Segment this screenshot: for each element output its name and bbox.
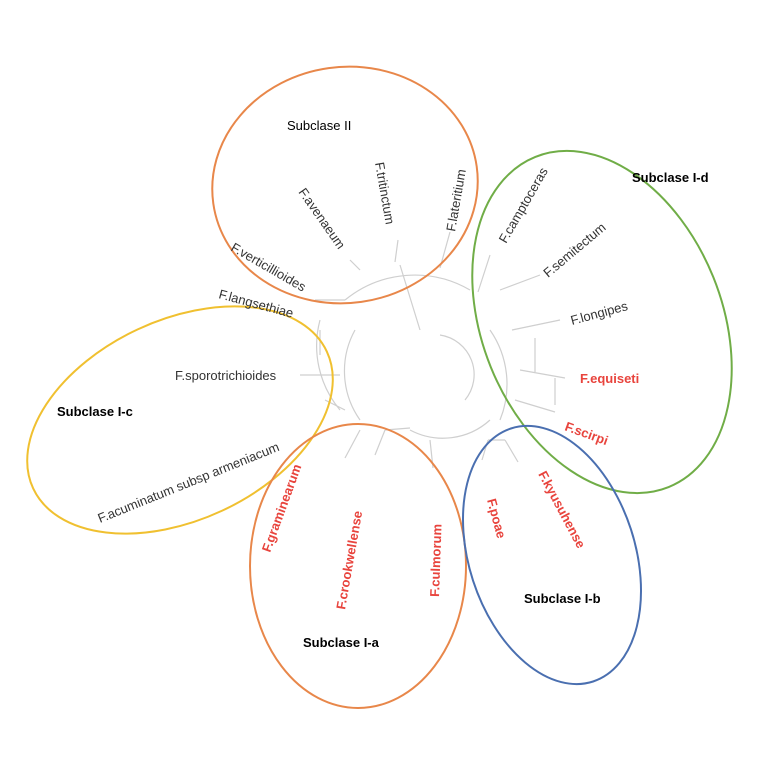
leaf-tritinctum: F.tritinctum [372,161,398,225]
leaf-longipes: F.longipes [569,298,630,328]
branch-core-arc [439,334,475,401]
tree-branches [300,231,566,469]
leaf-verticillioides: F.verticillioides [229,240,310,295]
subclase-i-c-label: Subclase I-c [57,404,133,419]
branch-right-arc [489,329,508,421]
clade-ellipses [26,65,733,709]
subclase-ii-label: Subclase II [287,118,351,133]
subclase-i-a-ellipse [249,423,467,709]
leaf-crookwellense: F.crookwellense [333,510,365,611]
leaf-equiseti: F.equiseti [580,371,639,386]
branch-to-camptoceras [477,254,491,293]
branch-to-longipes [511,319,561,331]
leaf-graminearum: F.graminearum [259,462,305,554]
branch-root-ring [344,274,471,301]
leaf-scirpi: F.scirpi [563,419,610,448]
branch-to-equiseti [519,369,566,379]
subclase-i-a-label: Subclase I-a [303,635,380,650]
branch-to-graminearum [344,429,361,459]
branch-to-scirpi [514,399,556,413]
leaf-lateritium: F.lateritium [443,168,469,233]
leaf-acuminatum: F.acuminatum subsp armeniacum [96,439,282,526]
subclase-ii-ellipse [211,65,479,305]
branch-to-crookwellense [374,429,386,456]
branch-to-acuminatum [324,399,346,411]
subclase-i-d-ellipse [471,149,733,495]
leaf-semitectum: F.semitectum [540,220,608,281]
branch-to-semitectum [499,274,541,291]
subclase-i-b-label: Subclase I-b [524,591,601,606]
branch-subclase-ii-stem [399,264,421,331]
subclase-i-b-ellipse [462,424,642,686]
branch-to-tritinctum [394,239,399,263]
leaf-culmorum: F.culmorum [427,524,445,597]
leaf-kyusuhense: F.kyusuhense [535,468,588,550]
leaf-camptoceras: F.camptoceras [496,164,552,245]
branch-inner-arc [343,329,361,421]
branch-left-arc [316,319,341,411]
leaf-poae: F.poae [484,497,509,540]
branch-to-avenaeum [349,259,361,271]
branch-lower-arc [409,419,491,439]
leaf-sporotrichioides: F.sporotrichioides [175,368,277,383]
branch-to-kyusuhense [504,439,519,463]
subclase-i-c-ellipse [26,305,334,535]
leaf-avenaeum: F.avenaeum [296,185,349,252]
subclase-i-d-label: Subclase I-d [632,170,709,185]
